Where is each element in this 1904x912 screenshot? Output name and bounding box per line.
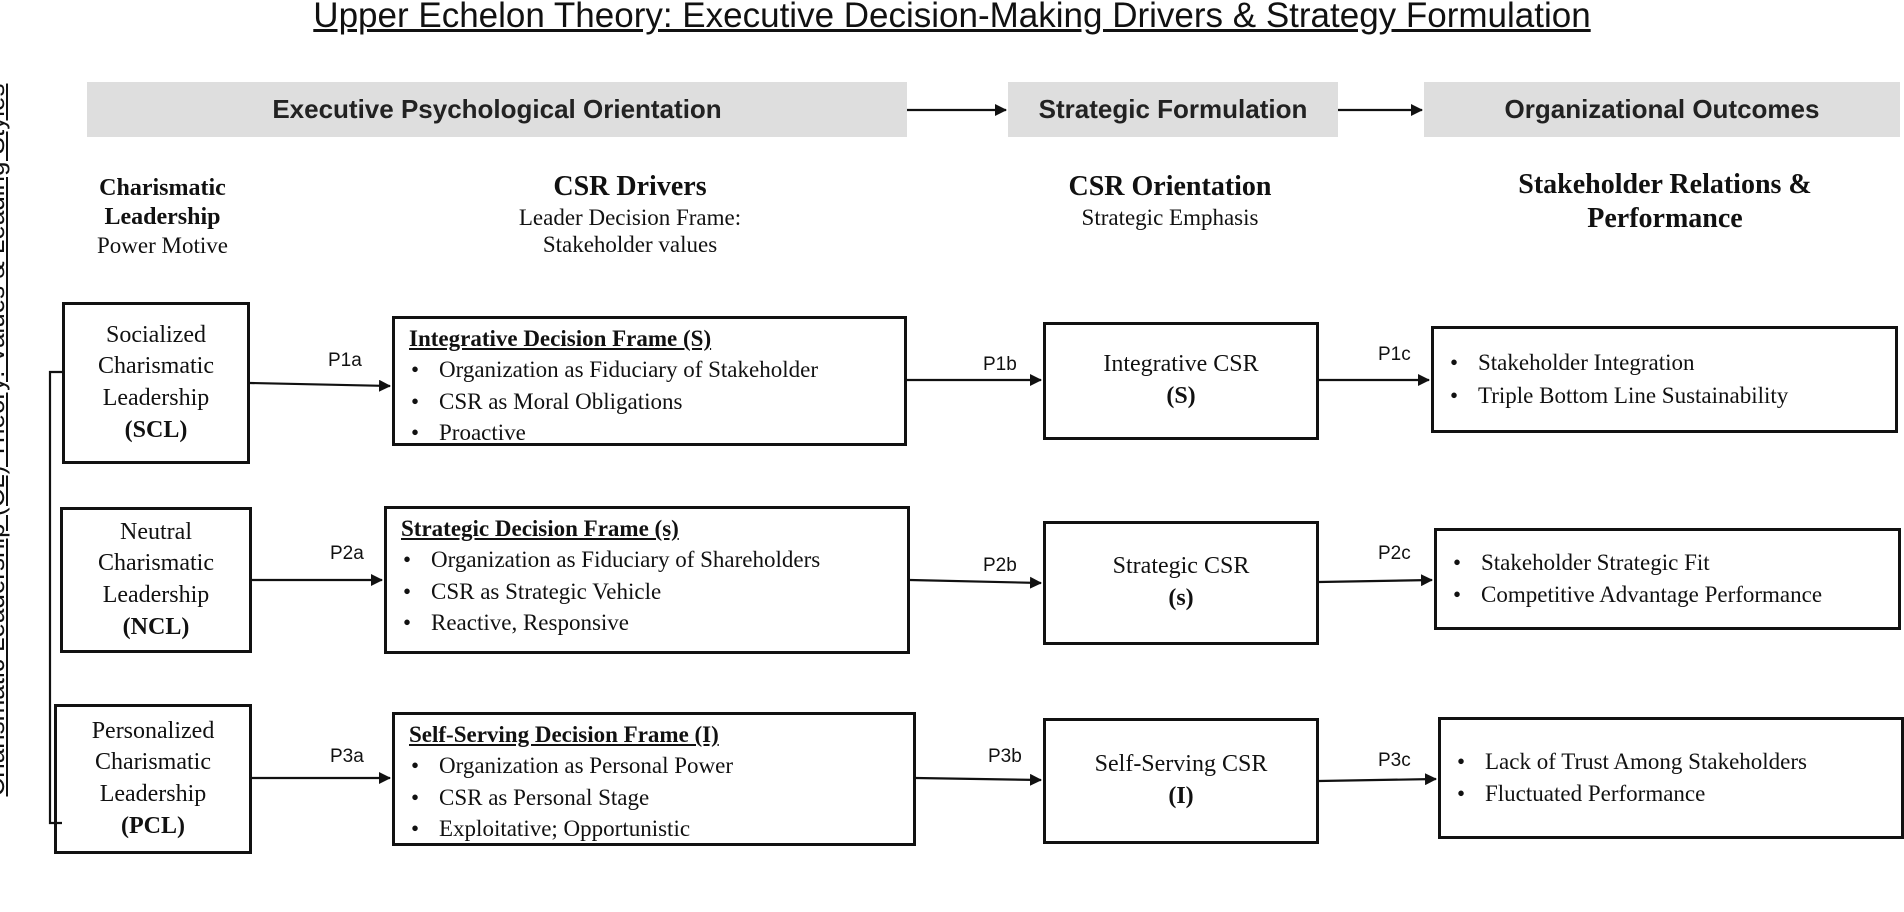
csr-name: Self-Serving CSR [1094, 751, 1268, 778]
list-item: Triple Bottom Line Sustainability [1448, 380, 1881, 412]
list-item: Fluctuated Performance [1455, 778, 1887, 810]
arrow-p3c [1318, 773, 1437, 786]
leader-name: Socialized Charismatic Leadership [98, 321, 214, 411]
list-item: Stakeholder Integration [1448, 347, 1881, 379]
header-outcomes-title: Stakeholder Relations & Performance [1518, 169, 1812, 234]
csr-box-self-serving: Self-Serving CSR (I) [1043, 718, 1319, 844]
outcome-list: Lack of Trust Among Stakeholders Fluctua… [1455, 746, 1887, 811]
banner-organizational-outcomes: Organizational Outcomes [1424, 82, 1900, 137]
leader-box-ncl: Neutral Charismatic Leadership (NCL) [60, 507, 252, 653]
outcome-list: Stakeholder Integration Triple Bottom Li… [1448, 347, 1881, 412]
arrow-p2b [909, 576, 1042, 589]
arrow-p3b [915, 773, 1042, 786]
outcome-box-trust: Lack of Trust Among Stakeholders Fluctua… [1438, 717, 1904, 839]
proposition-label-p3b: P3b [988, 746, 1022, 767]
list-item: Organization as Personal Power [409, 750, 899, 782]
leader-bracket [48, 370, 62, 825]
header-orientation-title: CSR Orientation [1068, 171, 1272, 202]
proposition-label-p3c: P3c [1378, 750, 1411, 771]
header-leadership: Charismatic Leadership Power Motive [70, 174, 255, 259]
list-item: Reactive, Responsive [401, 607, 893, 639]
list-item: CSR as Strategic Vehicle [401, 576, 893, 608]
proposition-label-p3a: P3a [330, 746, 364, 767]
csr-name: Strategic CSR [1112, 553, 1250, 580]
leader-name: Neutral Charismatic Leadership [98, 518, 214, 608]
frame-box-strategic: Strategic Decision Frame (s) Organizatio… [384, 506, 910, 654]
proposition-label-p2a: P2a [330, 543, 364, 564]
frame-box-integrative: Integrative Decision Frame (S) Organizat… [392, 316, 907, 448]
header-leadership-sub: Power Motive [97, 232, 228, 258]
csr-symbol: (I) [1168, 783, 1194, 809]
frame-title: Self-Serving Decision Frame (I) [409, 722, 719, 747]
list-item: Proactive [409, 417, 890, 449]
outcome-list: Stakeholder Strategic Fit Competitive Ad… [1451, 547, 1884, 612]
proposition-label-p2b: P2b [983, 555, 1017, 576]
banner-strategic-formulation: Strategic Formulation [1008, 82, 1338, 137]
arrow-p2c [1318, 574, 1433, 587]
list-item: Lack of Trust Among Stakeholders [1455, 746, 1887, 778]
arrow-p1a [249, 379, 391, 392]
leader-abbr: (PCL) [121, 812, 185, 839]
frame-list: Organization as Personal Power CSR as Pe… [409, 750, 899, 844]
header-drivers-title: CSR Drivers [553, 171, 707, 202]
banner-executive-orientation: Executive Psychological Orientation [87, 82, 907, 137]
banner-label: Executive Psychological Orientation [272, 94, 722, 124]
list-item: Organization as Fiduciary of Shareholder… [401, 544, 893, 576]
header-orientation-sub: Strategic Emphasis [1081, 204, 1259, 230]
leader-name: Personalized Charismatic Leadership [91, 717, 215, 807]
header-outcomes: Stakeholder Relations & Performance [1500, 168, 1830, 235]
leader-box-scl: Socialized Charismatic Leadership (SCL) [62, 302, 250, 464]
header-orientation: CSR Orientation Strategic Emphasis [1020, 170, 1320, 231]
header-drivers-sub: Leader Decision Frame: Stakeholder value… [518, 204, 742, 258]
header-leadership-title: Charismatic Leadership [99, 175, 226, 230]
outcome-box-strategic-fit: Stakeholder Strategic Fit Competitive Ad… [1434, 528, 1901, 630]
frame-title: Strategic Decision Frame (s) [401, 516, 679, 541]
proposition-label-p1a: P1a [328, 350, 362, 371]
csr-box-strategic: Strategic CSR (s) [1043, 521, 1319, 645]
list-item: CSR as Personal Stage [409, 782, 899, 814]
leader-box-pcl: Personalized Charismatic Leadership (PCL… [54, 704, 252, 854]
frame-list: Organization as Fiduciary of Shareholder… [401, 544, 893, 638]
list-item: Organization as Fiduciary of Stakeholder [409, 354, 890, 386]
frame-title: Integrative Decision Frame (S) [409, 326, 712, 351]
csr-box-integrative: Integrative CSR (S) [1043, 322, 1319, 440]
frame-box-self-serving: Self-Serving Decision Frame (I) Organiza… [392, 712, 916, 846]
outcome-box-integration: Stakeholder Integration Triple Bottom Li… [1431, 326, 1898, 433]
csr-symbol: (S) [1166, 383, 1196, 409]
banner-label: Organizational Outcomes [1504, 94, 1820, 124]
header-drivers: CSR Drivers Leader Decision Frame: Stake… [470, 170, 790, 259]
frame-list: Organization as Fiduciary of Stakeholder… [409, 354, 890, 448]
list-item: CSR as Moral Obligations [409, 386, 890, 418]
diagram-title: Upper Echelon Theory: Executive Decision… [313, 0, 1591, 35]
list-item: Exploitative; Opportunistic [409, 813, 899, 845]
leader-abbr: (NCL) [122, 613, 190, 640]
list-item: Stakeholder Strategic Fit [1451, 547, 1884, 579]
proposition-label-p1b: P1b [983, 354, 1017, 375]
banner-label: Strategic Formulation [1038, 94, 1308, 124]
list-item: Competitive Advantage Performance [1451, 579, 1884, 611]
csr-symbol: (s) [1168, 585, 1194, 611]
proposition-label-p1c: P1c [1378, 344, 1411, 365]
csr-name: Integrative CSR [1103, 351, 1259, 378]
proposition-label-p2c: P2c [1378, 543, 1411, 564]
leader-abbr: (SCL) [124, 416, 188, 443]
